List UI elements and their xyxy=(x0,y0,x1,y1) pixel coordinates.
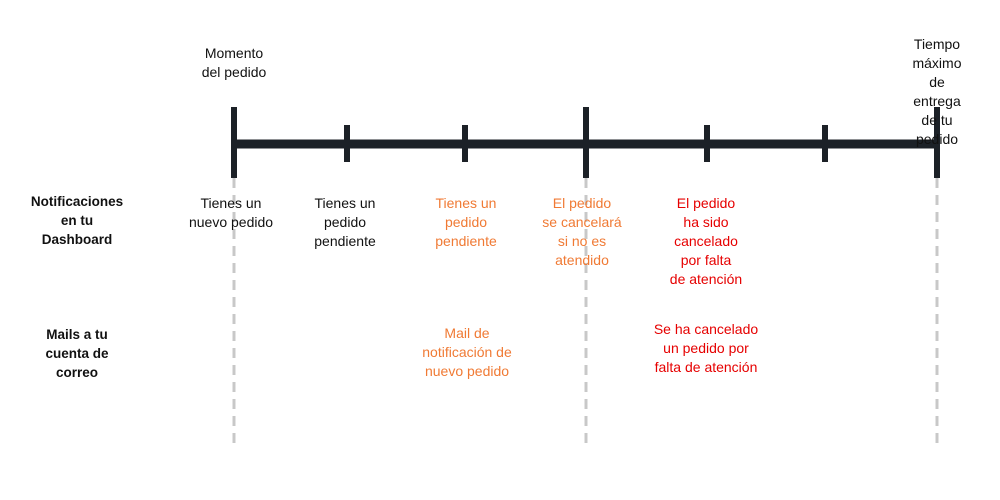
dashboard-notification-will-cancel: El pedido se cancelará si no es atendido xyxy=(542,195,622,268)
dashboard-notification-cancelled: El pedido ha sido cancelado por falta de… xyxy=(669,195,743,287)
dashboard-notification-pending: Tienes un pedido pendiente xyxy=(314,195,376,249)
end-label: Tiempo máximo de entrega de tu pedido xyxy=(912,36,962,147)
dashboard-notification-new-order: Tienes un nuevo pedido xyxy=(188,195,274,230)
dashboard-notification-pending-warning: Tienes un pedido pendiente xyxy=(435,195,497,249)
start-label: Momento del pedido xyxy=(201,45,267,80)
mail-notification-new-order: Mail de notificación de nuevo pedido xyxy=(422,325,512,379)
mail-row-label: Mails a tu cuenta de correo xyxy=(45,327,109,380)
dashboard-row-label: Notificaciones en tu Dashboard xyxy=(30,194,124,247)
mail-notification-cancelled: Se ha cancelado un pedido por falta de a… xyxy=(653,321,759,375)
